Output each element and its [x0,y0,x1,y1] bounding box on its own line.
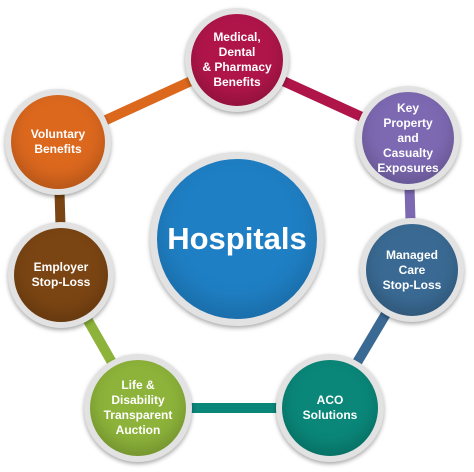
node-managed-care-stop-loss: Managed Care Stop-Loss [360,218,464,322]
node-life-disability-auction: Life & Disability Transparent Auction [84,354,192,462]
node-label: ACO Solutions [302,393,358,422]
node-label: Managed Care Stop-Loss [382,247,442,292]
node-voluntary-benefits: Voluntary Benefits [5,89,111,195]
hospitals-hub: Hospitals [150,152,324,326]
node-label: Life & Disability Transparent Auction [103,378,173,437]
node-label: Medical, Dental & Pharmacy Benefits [202,30,272,89]
node-label: Employer Stop-Loss [31,260,91,289]
node-employer-stop-loss: Employer Stop-Loss [8,222,114,328]
node-aco-solutions: ACO Solutions [276,354,384,462]
node-key-property-casualty: Key Property and Casualty Exposures [356,86,460,190]
node-label: Key Property and Casualty Exposures [377,100,439,175]
node-medical-dental-pharmacy: Medical, Dental & Pharmacy Benefits [185,8,289,112]
node-label: Voluntary Benefits [30,127,86,156]
hub-label: Hospitals [167,221,307,256]
